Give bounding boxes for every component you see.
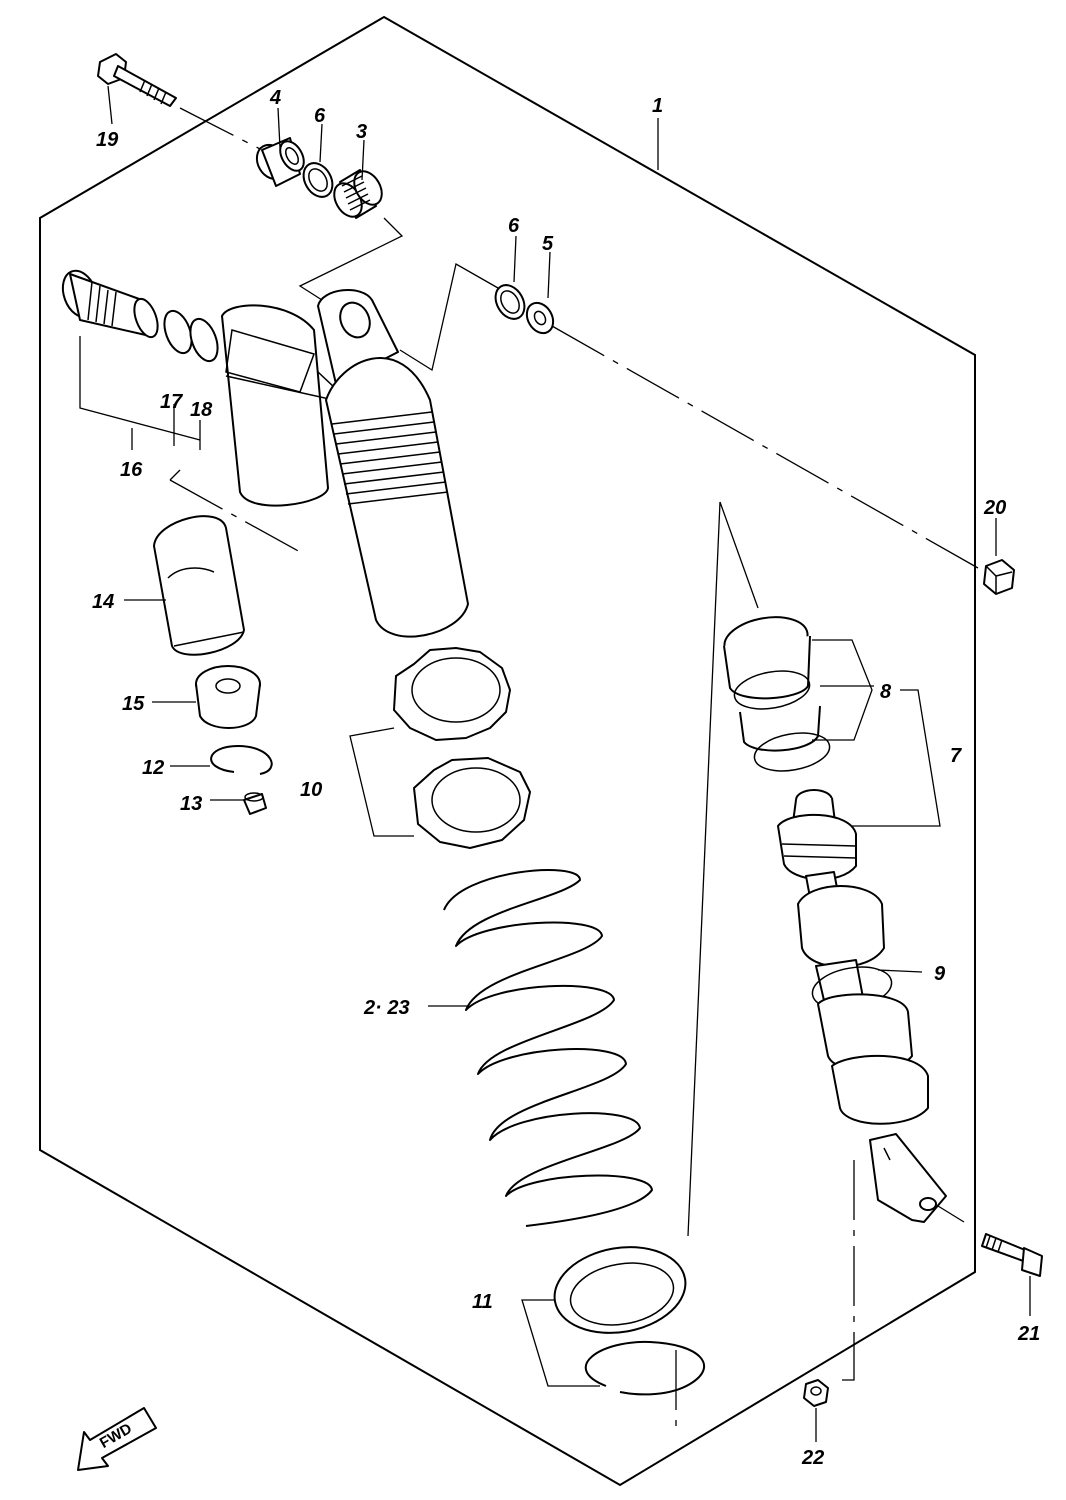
- label-16: 16: [120, 459, 143, 481]
- leader-19: [107, 85, 113, 125]
- lower-clevis[interactable]: [869, 1133, 947, 1223]
- label-10: 10: [300, 779, 322, 801]
- assembly-frame: [39, 15, 976, 1487]
- label-5: 5: [542, 233, 554, 255]
- fwd-arrow-icon: [77, 1407, 157, 1471]
- leader-6a: [319, 123, 323, 163]
- label-12: 12: [142, 757, 164, 779]
- reservoir-body[interactable]: [221, 304, 355, 507]
- leader-long-left: [687, 501, 721, 1237]
- bracket-16: [79, 336, 201, 450]
- label-7: 7: [950, 745, 962, 767]
- label-14: 14: [92, 591, 114, 613]
- label-20: 20: [983, 497, 1006, 519]
- label-3: 3: [356, 121, 367, 143]
- part-17-o-ring[interactable]: [159, 307, 197, 357]
- part-10-adjuster-nuts[interactable]: [393, 647, 531, 849]
- label-8: 8: [880, 681, 892, 703]
- label-17: 17: [160, 391, 183, 413]
- label-13: 13: [180, 793, 202, 815]
- leader-6b: [513, 235, 517, 283]
- axis-line-19: [179, 107, 263, 151]
- label-11: 11: [472, 1291, 493, 1313]
- part-3-bearing[interactable]: [329, 166, 388, 221]
- label-6b: 6: [508, 215, 520, 237]
- label-18: 18: [190, 399, 213, 421]
- eye-link-bracket-right: [399, 262, 499, 372]
- leader-9: [877, 969, 923, 973]
- leader-to-seat: [719, 501, 759, 609]
- part-2-23-spring[interactable]: [443, 869, 653, 1227]
- part-20-nut[interactable]: [983, 559, 1015, 595]
- label-1: 1: [652, 95, 663, 117]
- leader-clevis-to-21: [937, 1205, 965, 1223]
- label-22: 22: [801, 1447, 824, 1469]
- part-19-bolt[interactable]: [97, 53, 177, 107]
- leader-3: [361, 139, 365, 181]
- label-2-23: 2· 23: [363, 997, 410, 1019]
- reservoir-axis: [169, 469, 301, 553]
- clevis-axis: [834, 1160, 855, 1381]
- part-11-spring-seat[interactable]: [548, 1237, 705, 1396]
- part-15-reservoir-cap[interactable]: [195, 665, 261, 729]
- bracket-11: [521, 1299, 600, 1387]
- part-12-circlip[interactable]: [210, 744, 273, 775]
- damper-body[interactable]: [317, 288, 469, 638]
- part-5-washer[interactable]: [522, 298, 559, 338]
- label-6a: 6: [314, 105, 326, 127]
- bracket-10: [349, 727, 414, 837]
- part-22-nut[interactable]: [803, 1379, 829, 1407]
- eye-link-bracket: [298, 217, 404, 301]
- part-6-seal-right[interactable]: [490, 280, 531, 324]
- part-14-bladder[interactable]: [153, 515, 245, 656]
- part-13-valve[interactable]: [243, 792, 267, 815]
- part-6-seal-upper[interactable]: [298, 158, 339, 202]
- shock-top-mount[interactable]: [777, 789, 857, 881]
- label-21: 21: [1017, 1323, 1040, 1345]
- label-19: 19: [96, 129, 119, 151]
- leader-5: [547, 251, 551, 299]
- part-4-bushing[interactable]: [251, 137, 309, 187]
- label-9: 9: [934, 963, 946, 985]
- label-4: 4: [269, 87, 281, 109]
- part-8-bump-rubbers[interactable]: [721, 611, 833, 776]
- part-18-o-ring[interactable]: [185, 315, 223, 365]
- bracket-7: [852, 689, 941, 827]
- axis-line-20: [551, 325, 979, 569]
- leader-4: [277, 107, 281, 149]
- label-15: 15: [122, 693, 145, 715]
- part-9-damper-cylinder[interactable]: [797, 885, 929, 1125]
- bracket-8: [812, 639, 874, 741]
- part-16-reservoir-cap[interactable]: [57, 266, 162, 340]
- part-21-bolt[interactable]: [981, 1233, 1043, 1277]
